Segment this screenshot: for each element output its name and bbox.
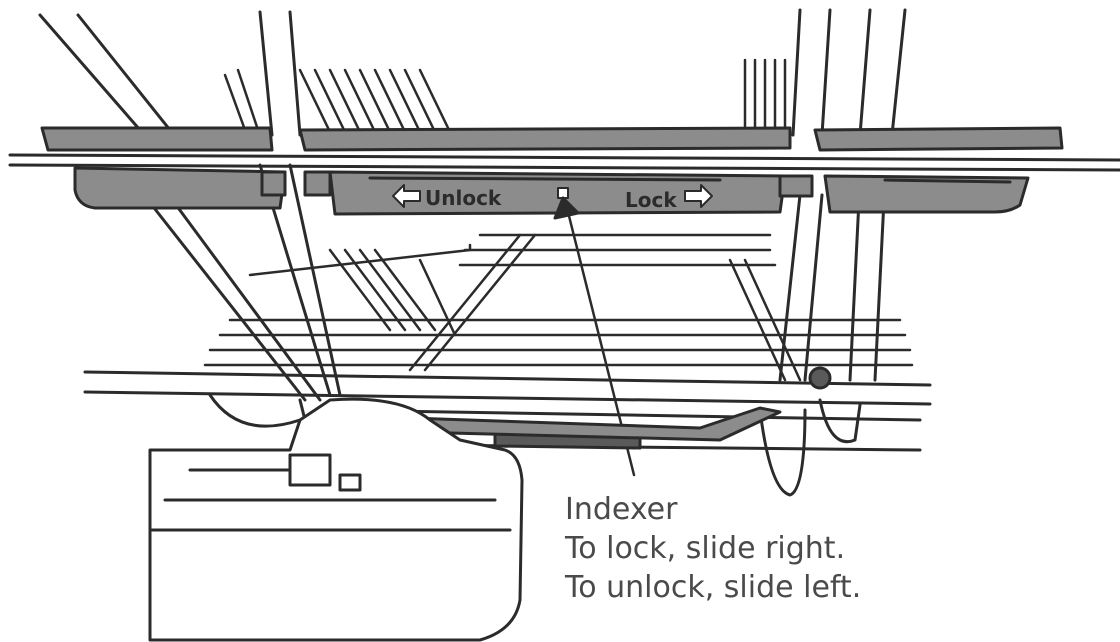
lower-rail-3 [328, 408, 922, 422]
indexer-marker [557, 187, 569, 199]
lock-arrow-icon [684, 184, 713, 208]
callout-lock-instruction: To lock, slide right. [565, 531, 846, 566]
unlock-label: Unlock [425, 186, 502, 210]
callout-unlock-instruction: To unlock, slide left. [565, 570, 862, 605]
rail-clips [260, 170, 814, 198]
indexer-slot-right [883, 178, 1012, 184]
indexer-callout: Indexer To lock, slide right. To unlock,… [565, 490, 1035, 607]
callout-arrow-head [553, 196, 580, 220]
indexer-rail [73, 166, 1030, 216]
indexer-slot-left [368, 176, 722, 182]
lower-rail-1 [83, 370, 932, 387]
upper-horizontal-rail [8, 153, 1120, 162]
lower-rack-wires [203, 233, 914, 382]
lower-rail-2 [83, 390, 932, 406]
lock-label: Lock [625, 188, 677, 212]
unlock-arrow-icon [392, 184, 421, 208]
base-block [148, 397, 524, 642]
callout-title: Indexer [565, 492, 678, 527]
upper-horizontal-rail-2 [8, 163, 1120, 172]
top-rail [40, 126, 1064, 152]
upper-rack-tines [223, 58, 787, 134]
